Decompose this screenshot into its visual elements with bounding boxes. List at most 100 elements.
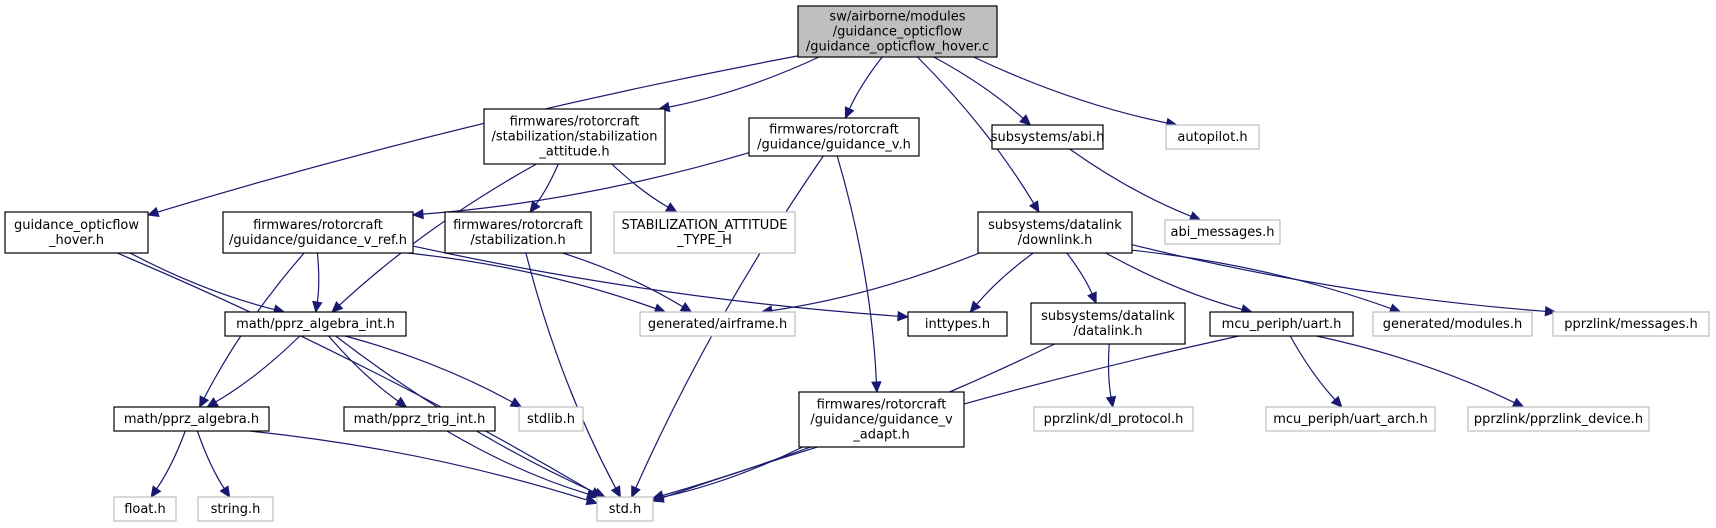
edge-arrowhead — [219, 485, 231, 499]
node-label-line: math/pprz_algebra.h — [124, 412, 259, 427]
node-stdlib: stdlib.h — [518, 406, 584, 432]
edge-line — [328, 335, 399, 402]
node-box — [1033, 406, 1194, 432]
node-stab[interactable]: firmwares/rotorcraft/stabilization.h — [444, 211, 592, 254]
node-box — [483, 108, 666, 165]
node-guid_v_ref[interactable]: firmwares/rotorcraft/guidance/guidance_v… — [222, 211, 414, 254]
edge-arrowhead — [631, 485, 641, 499]
edge-gof_hover_h-to-algebra_int — [129, 252, 286, 315]
node-inttypes[interactable]: inttypes.h — [907, 311, 1008, 337]
node-box — [444, 211, 592, 254]
node-algebra[interactable]: math/pprz_algebra.h — [113, 406, 270, 432]
edge-line — [848, 56, 883, 110]
edge-arrowhead — [529, 200, 541, 213]
edge-downlink-to-messages — [1131, 244, 1557, 317]
edge-downlink-to-datalink — [1066, 252, 1097, 305]
node-guid_v_adapt[interactable]: firmwares/rotorcraft/guidance/guidance_v… — [798, 391, 965, 448]
edge-guid_v_ref-to-algebra_int — [312, 252, 323, 314]
node-box — [197, 496, 274, 522]
edge-line — [1316, 335, 1515, 404]
edge-line — [316, 252, 320, 303]
node-abi[interactable]: subsystems/abi.h — [991, 124, 1105, 150]
node-label-line: autopilot.h — [1177, 130, 1247, 145]
edge-arrowhead — [679, 301, 693, 313]
node-box — [1030, 302, 1186, 345]
node-gof_hover_h[interactable]: guidance_opticflow_hover.h — [4, 211, 149, 254]
node-stab_type: STABILIZATION_ATTITUDE_TYPE_H — [613, 211, 796, 254]
node-algebra_int[interactable]: math/pprz_algebra_int.h — [224, 311, 407, 337]
node-label-line: math/pprz_trig_int.h — [354, 412, 486, 427]
node-guid_v[interactable]: firmwares/rotorcraft/guidance/guidance_v… — [748, 117, 920, 157]
node-label-line: _adapt.h — [852, 428, 909, 443]
node-trig_int[interactable]: math/pprz_trig_int.h — [343, 406, 496, 432]
edge-arrowhead — [1028, 200, 1040, 214]
edge-line — [116, 252, 593, 493]
node-box — [518, 406, 584, 432]
edge-root-to-abi — [933, 56, 1032, 126]
edge-line — [407, 252, 656, 310]
edge-line — [196, 430, 225, 489]
node-stab_att[interactable]: firmwares/rotorcraft/stabilization/stabi… — [483, 108, 666, 165]
edge-uart-to-uart_arch — [1289, 335, 1343, 408]
edge-root-to-guid_v — [844, 56, 883, 120]
edge-line — [1131, 249, 1392, 310]
node-label-line: subsystems/datalink — [1041, 309, 1175, 324]
edge-guid_v_ref-to-airframe — [407, 252, 667, 314]
edge-root-to-stab_att — [657, 56, 820, 113]
edge-arrowhead — [411, 208, 424, 220]
edge-line — [611, 163, 669, 208]
node-label-line: subsystems/datalink — [988, 218, 1122, 233]
node-label-line: stdlib.h — [527, 412, 575, 427]
node-label-line: _hover.h — [48, 233, 104, 248]
node-box — [1164, 219, 1281, 245]
node-label-line: /stabilization.h — [470, 233, 565, 248]
node-box — [1467, 406, 1650, 432]
node-box — [224, 311, 407, 337]
node-box — [222, 211, 414, 254]
edge-algebra_int-to-trig_int — [328, 335, 408, 408]
node-box — [798, 391, 965, 448]
edge-arrowhead — [651, 492, 665, 503]
edge-trig_int-to-std — [446, 430, 599, 499]
edge-stab_att-to-stab — [529, 163, 559, 213]
node-downlink[interactable]: subsystems/datalink/downlink.h — [977, 211, 1133, 254]
node-box — [748, 117, 920, 157]
node-label-line: /stabilization/stabilization — [492, 130, 658, 145]
node-label-line: inttypes.h — [925, 317, 990, 332]
node-label-line: /guidance_opticflow — [833, 25, 963, 40]
edge-line — [771, 252, 980, 312]
node-label-line: sw/airborne/modules — [829, 10, 965, 25]
edge-line — [249, 430, 588, 501]
node-label-line: float.h — [124, 502, 166, 517]
edge-guid_v-to-guid_v_adapt — [836, 155, 882, 394]
edge-algebra-to-string — [196, 430, 231, 499]
node-box — [991, 124, 1104, 150]
node-pprzlink_device: pprzlink/pprzlink_device.h — [1467, 406, 1650, 432]
node-label-line: std.h — [609, 502, 642, 517]
edge-arrowhead — [1511, 397, 1525, 408]
node-float: float.h — [113, 496, 177, 522]
edge-line — [662, 446, 803, 498]
edge-line — [446, 430, 589, 495]
node-label-line: string.h — [211, 502, 261, 517]
edge-arrowhead — [206, 397, 219, 408]
edge-line — [525, 252, 617, 489]
node-box — [1372, 311, 1533, 337]
edge-line — [1069, 148, 1192, 217]
node-box — [1552, 311, 1710, 337]
edge-arrowhead — [199, 395, 210, 409]
edge-downlink-to-airframe — [760, 252, 980, 316]
edge-line — [976, 252, 1034, 305]
edge-arrowhead — [509, 397, 523, 408]
edge-arrowhead — [1087, 291, 1097, 305]
edge-line — [1107, 343, 1112, 398]
edge-line — [1105, 252, 1243, 310]
node-label-line: STABILIZATION_ATTITUDE — [622, 218, 788, 233]
node-label-line: firmwares/rotorcraft — [253, 218, 383, 233]
edge-root-to-autopilot — [973, 56, 1178, 129]
node-uart[interactable]: mcu_periph/uart.h — [1209, 311, 1354, 337]
node-datalink[interactable]: subsystems/datalink/datalink.h — [1030, 302, 1186, 345]
edge-line — [156, 430, 186, 490]
node-box — [113, 496, 177, 522]
